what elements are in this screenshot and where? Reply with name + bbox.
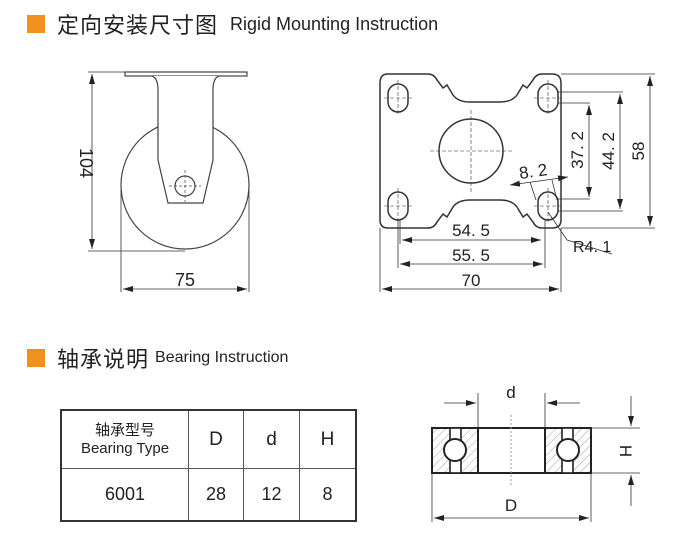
top-plate-view: [379, 73, 562, 229]
section-title-en: Bearing Instruction: [155, 349, 289, 366]
bearing-label-D: D: [505, 496, 517, 515]
table-row: 6001 28 12 8: [60, 468, 357, 522]
dim-radius-r4-1: R4. 1: [573, 239, 611, 256]
header-bearing-type: 轴承型号 Bearing Type: [60, 409, 189, 469]
plate-outline: [379, 73, 562, 229]
dim-44-2: 44. 2: [599, 132, 618, 170]
cell-type: 6001: [60, 468, 189, 522]
section-title-en: Rigid Mounting Instruction: [230, 13, 439, 34]
bearing-cross-section: [431, 415, 592, 485]
dim-70: 70: [462, 271, 481, 290]
dim-37-2: 37. 2: [568, 131, 587, 169]
bearing-label-d: d: [506, 383, 515, 402]
section-title-zh: 轴承说明: [57, 348, 150, 373]
fork-bracket: [151, 75, 220, 204]
dim-width-75: 75: [175, 270, 195, 290]
dim-55-5: 55. 5: [452, 246, 490, 265]
dim-54-5: 54. 5: [452, 221, 490, 240]
bearing-table: 轴承型号 Bearing Type D d H 6001 28 12 8: [60, 409, 357, 522]
dim-height-104: 104: [76, 148, 96, 178]
dim-58: 58: [629, 142, 648, 161]
plate-dimensions: [379, 73, 655, 292]
section-header-bearing: 轴承说明 Bearing Instruction: [27, 342, 288, 374]
cell-D: 28: [188, 468, 244, 522]
bearing-dimensions: [431, 393, 640, 522]
center-lines: [384, 80, 562, 224]
header-bearing-type-en: Bearing Type: [80, 439, 170, 457]
cell-d: 12: [243, 468, 300, 522]
section-header-rigid-mounting: 定向安装尺寸图 Rigid Mounting Instruction: [27, 8, 438, 40]
header-H: H: [299, 409, 357, 469]
table-header-row: 轴承型号 Bearing Type D d H: [60, 409, 357, 469]
bearing-label-H: H: [616, 445, 635, 457]
header-d: d: [243, 409, 300, 469]
header-D: D: [188, 409, 244, 469]
side-view-dimensions: [88, 71, 250, 292]
header-bearing-type-zh: 轴承型号: [94, 421, 155, 439]
section-title-zh: 定向安装尺寸图: [57, 14, 219, 39]
orange-square-icon: [27, 349, 45, 367]
caster-side-view: [120, 71, 250, 250]
orange-square-icon: [27, 15, 45, 33]
dim-8-2: 8. 2: [518, 160, 549, 183]
top-plate-edge: [124, 71, 248, 77]
cell-H: 8: [299, 468, 357, 522]
